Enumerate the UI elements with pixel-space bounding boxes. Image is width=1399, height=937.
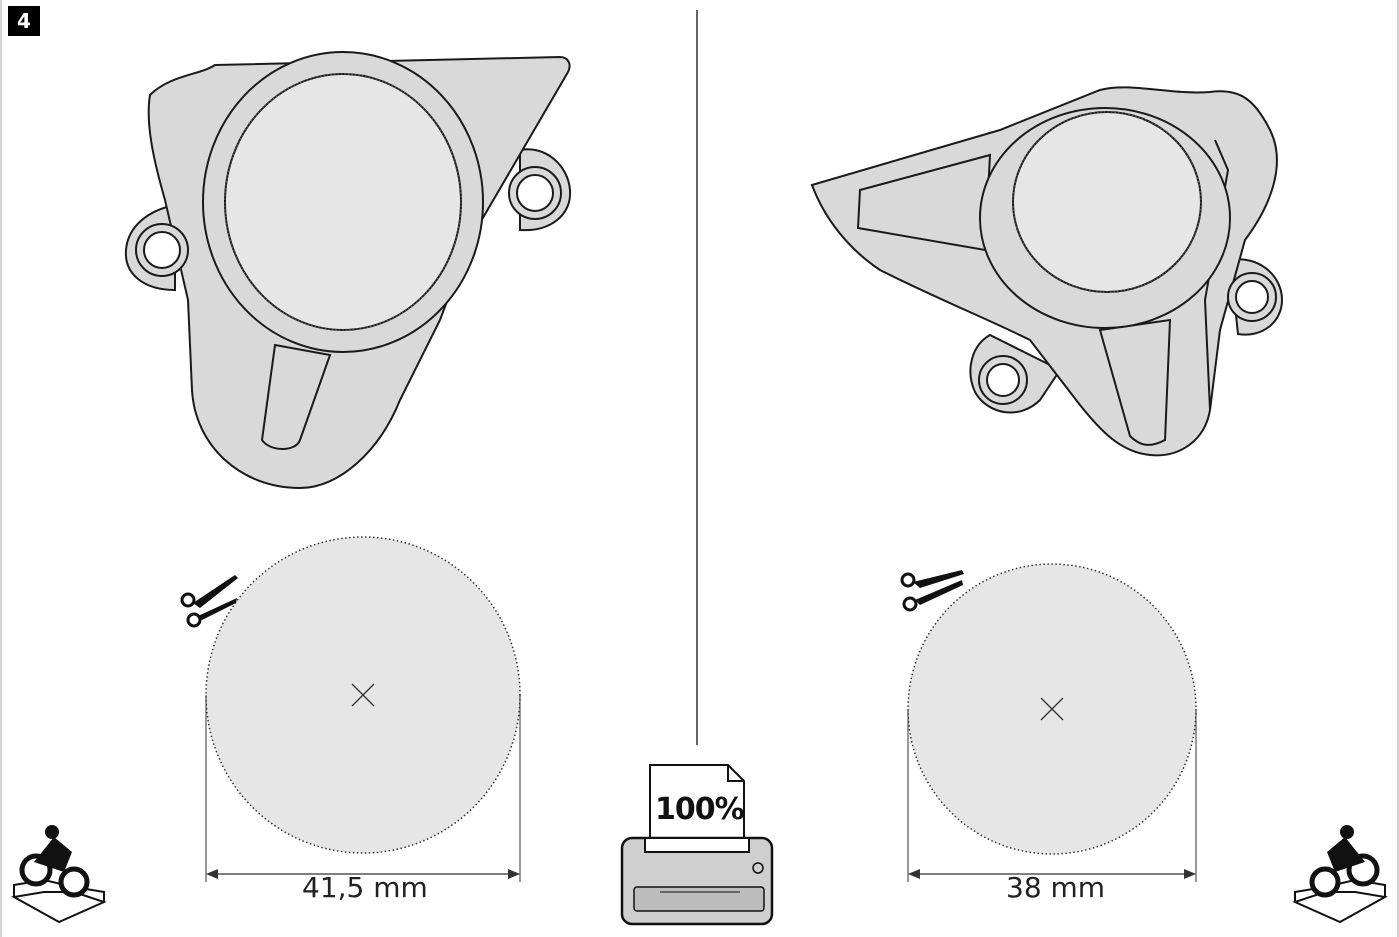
left-diameter-label: 41,5 mm — [302, 871, 428, 904]
lower-ear-hole — [986, 363, 1020, 397]
printer-tray — [633, 886, 765, 912]
left-engine-cover — [124, 51, 572, 490]
right-ear-hole — [516, 174, 554, 212]
left-cutout-disc — [205, 536, 521, 882]
motorcycle-rider-icon — [1292, 825, 1388, 924]
scissors-icon — [180, 575, 238, 628]
left-dim-arrow-l — [206, 869, 218, 879]
right-diameter-label: 38 mm — [1006, 871, 1106, 904]
printer-button — [752, 862, 764, 874]
cover-lid-face — [224, 73, 462, 331]
cover-lid-face-2 — [1012, 111, 1202, 293]
left-dim-arrow-r — [508, 869, 520, 879]
printer-paper-slot — [644, 837, 750, 853]
cover-rib-lower — [1098, 318, 1172, 446]
left-ear-hole — [143, 231, 181, 269]
right-engine-cover — [810, 86, 1284, 457]
step-number-badge: 4 — [8, 6, 40, 36]
right-cutout-disc — [907, 563, 1197, 882]
printer-paper — [649, 764, 745, 851]
scissors-icon — [900, 570, 964, 612]
printer-icon — [620, 764, 774, 926]
cover-lid-cutline — [224, 73, 462, 331]
right-dim-arrow-r — [1184, 869, 1196, 879]
print-scale-label: 100% — [655, 792, 745, 827]
motorcycle-rider-icon — [11, 825, 107, 924]
cover-slot — [260, 343, 332, 450]
right-dim-arrow-l — [908, 869, 920, 879]
right-ear-hole-2 — [1235, 280, 1269, 314]
cover-lid-cutline-2 — [1012, 111, 1202, 293]
cross-mark-icon — [1040, 697, 1064, 721]
cross-mark-icon — [351, 683, 375, 707]
